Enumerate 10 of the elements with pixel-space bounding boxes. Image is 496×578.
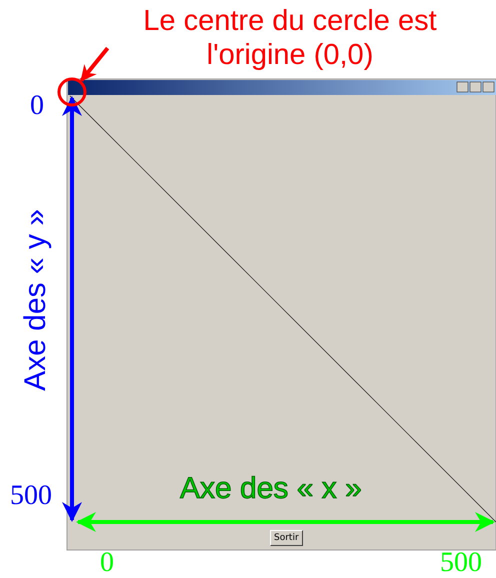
axis-title: Axe des « y » <box>21 209 51 391</box>
axis-tick-label: 500 <box>440 549 482 577</box>
axis-tick-label: 500 <box>10 482 52 510</box>
axis-tick-label: 0 <box>100 549 114 577</box>
circle-marker <box>57 77 87 107</box>
leader-line <box>80 46 110 82</box>
exit-button: Sortir <box>270 530 303 546</box>
annotation-note: Le centre du cercle est l'origine (0,0) <box>100 4 480 74</box>
axis-title: Axe des « x » <box>180 474 362 504</box>
axis-tick-label: 0 <box>30 92 44 120</box>
